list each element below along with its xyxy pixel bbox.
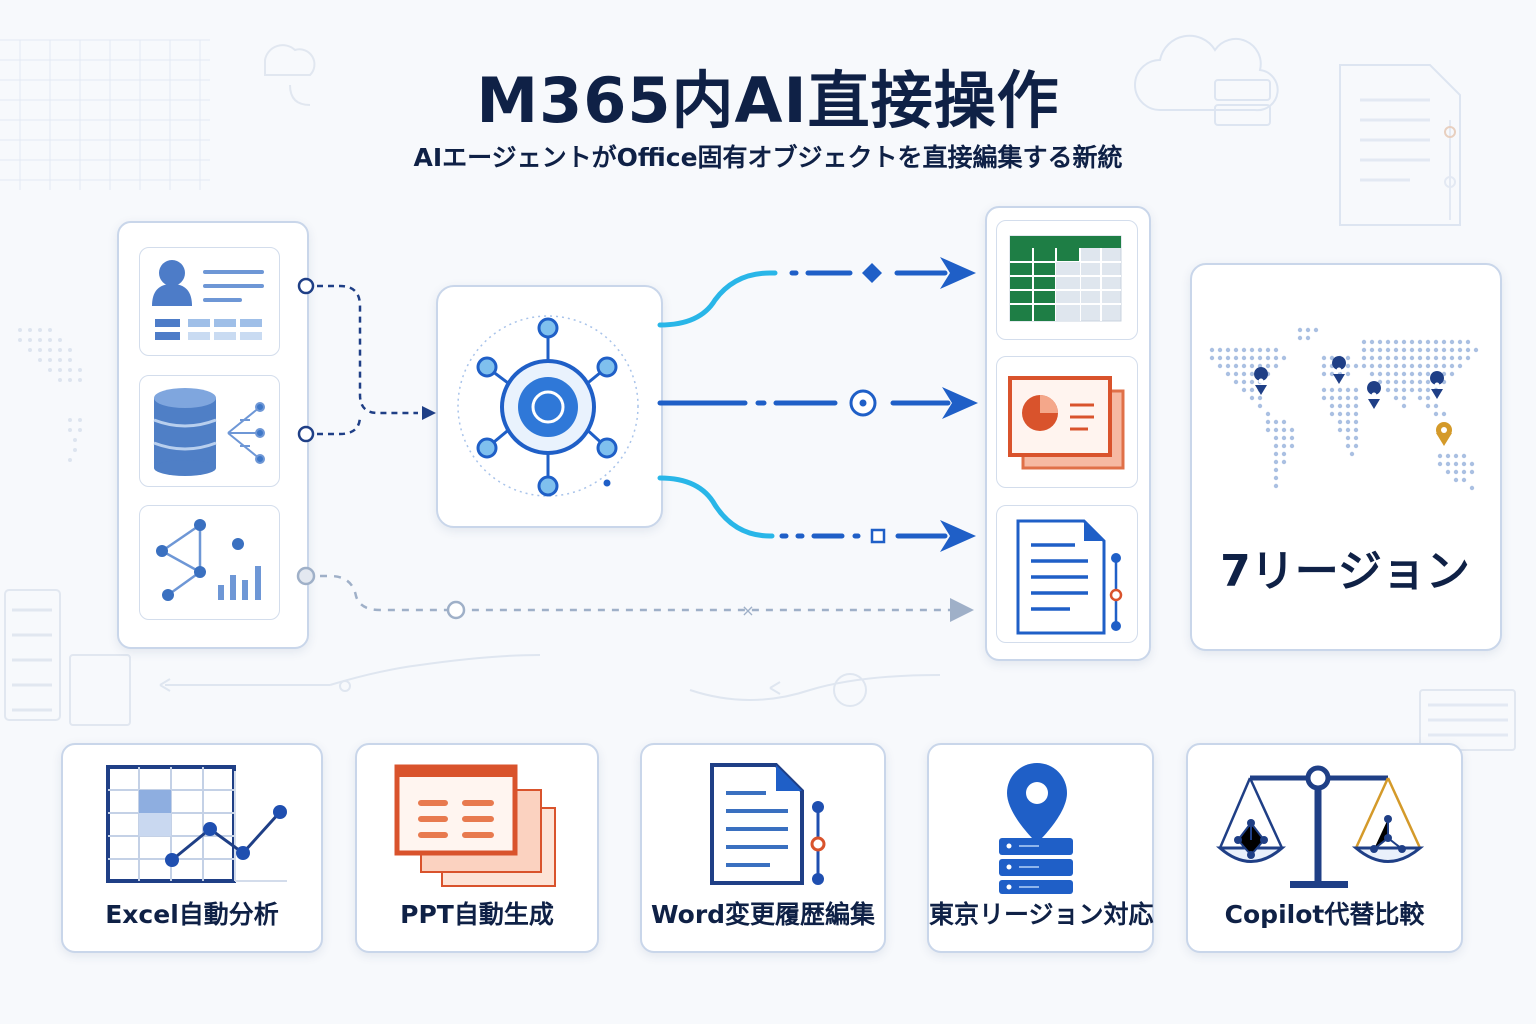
excel-chart-icon xyxy=(106,765,287,883)
database-icon xyxy=(153,388,217,476)
feature-label-copilot: Copilot代替比較 xyxy=(1224,900,1425,929)
grey-arrowhead-icon xyxy=(950,598,974,622)
branch-icon xyxy=(227,402,265,464)
balance-scale-icon xyxy=(1215,765,1425,888)
table-strip-icon xyxy=(155,319,262,340)
network-graph-icon xyxy=(159,523,203,597)
feature-label-excel: Excel自動分析 xyxy=(105,900,279,929)
presentation-icon xyxy=(1008,376,1125,470)
region-count-label: 7リージョン xyxy=(1220,546,1470,597)
person-icon xyxy=(152,260,192,306)
arrowhead-icon xyxy=(422,406,436,420)
arrowhead-icon xyxy=(940,520,976,552)
feature-card-tokyo: 東京リージョン対応 xyxy=(927,743,1154,953)
feature-card-copilot: Copilot代替比較 xyxy=(1186,743,1463,953)
feature-label-tokyo: 東京リージョン対応 xyxy=(929,900,1154,929)
text-lines-icon xyxy=(203,270,264,302)
location-server-icon xyxy=(999,763,1073,894)
ai-hub-icon xyxy=(457,315,639,497)
feature-label-word: Word変更履歴編集 xyxy=(650,900,876,929)
page-subtitle: AIエージェントがOffice固有オブジェクトを直接編集する新統 xyxy=(413,143,1123,172)
arrowhead-icon xyxy=(940,257,976,289)
map-pins xyxy=(1254,356,1452,446)
graph-source-card xyxy=(139,505,280,620)
feature-card-word: Word変更履歴編集 xyxy=(640,743,886,953)
region-card xyxy=(1190,263,1502,651)
bar-chart-icon xyxy=(218,566,261,600)
spreadsheet-icon xyxy=(1009,235,1122,322)
feature-card-excel: Excel自動分析 xyxy=(61,743,323,953)
world-map-icon xyxy=(1209,327,1479,491)
tokyo-pin-icon xyxy=(1436,422,1452,446)
page-title: M365内AI直接操作 xyxy=(476,64,1060,137)
svg-text:×: × xyxy=(741,601,754,620)
source-connectors xyxy=(306,284,950,612)
output-connectors xyxy=(657,270,951,539)
feature-label-ppt: PPT自動生成 xyxy=(400,900,554,929)
diamond-marker-icon xyxy=(862,263,882,283)
document-icon xyxy=(1016,519,1123,635)
square-marker-icon xyxy=(870,528,886,544)
slides-icon xyxy=(394,764,556,887)
document-track-changes-icon xyxy=(710,763,826,885)
feature-card-ppt: PPT自動生成 xyxy=(355,743,599,953)
arrowhead-icon xyxy=(942,387,978,419)
